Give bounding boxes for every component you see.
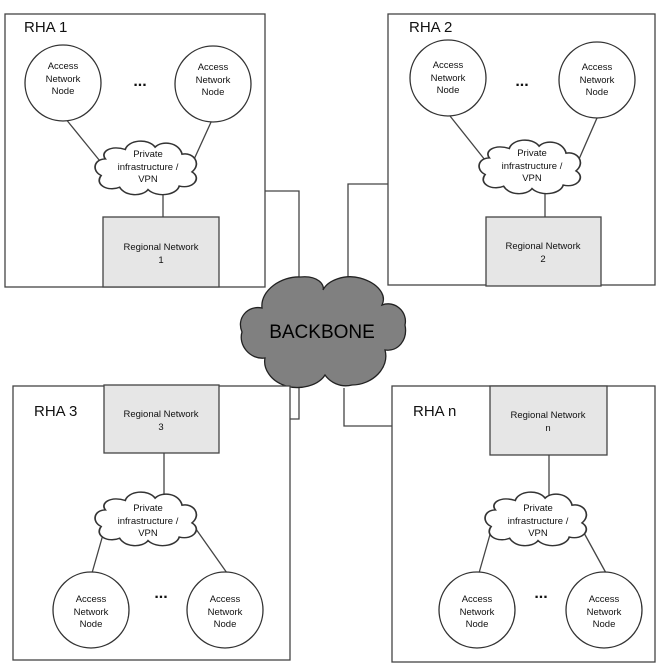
node-shape <box>24 44 102 122</box>
ellipsis: ... <box>534 585 547 602</box>
access-network-node: Access Network Node <box>52 571 130 649</box>
label: Access <box>210 594 241 605</box>
label: Access <box>582 62 613 73</box>
label: Network <box>587 607 622 618</box>
access-network-node: Access Network Node <box>565 571 643 649</box>
backbone-cloud: BACKBONE <box>239 276 407 389</box>
access-network-node: Access Network Node <box>174 45 252 123</box>
label: Network <box>208 607 243 618</box>
label: Node <box>437 85 460 96</box>
ellipsis: ... <box>515 73 528 90</box>
label: Access <box>462 594 493 605</box>
label: Access <box>76 594 107 605</box>
link-rha1-backbone <box>265 190 300 278</box>
access-network-node: Access Network Node <box>409 39 487 117</box>
label: 2 <box>540 254 545 265</box>
label: Private <box>133 503 163 514</box>
link-node-vpn <box>64 117 105 167</box>
rha-1-title: RHA 1 <box>24 19 67 36</box>
link-rha2-backbone <box>347 183 388 278</box>
rha-n: RHA n Regional Network n Private infrast… <box>391 385 656 663</box>
box-shape <box>485 216 602 287</box>
label: Node <box>593 619 616 630</box>
backbone-label: BACKBONE <box>269 322 375 343</box>
label: infrastructure / <box>502 161 563 172</box>
rha-2-title: RHA 2 <box>409 19 452 36</box>
label: Access <box>433 60 464 71</box>
rha-2: RHA 2 Access Network Node ... Access Net… <box>387 13 656 287</box>
box-shape <box>102 216 220 288</box>
label: VPN <box>522 173 542 184</box>
backbone-links <box>265 183 392 427</box>
label: Network <box>460 607 495 618</box>
label: Network <box>431 73 466 84</box>
link-rhan-backbone <box>343 388 392 427</box>
node-shape <box>565 571 643 649</box>
box-shape <box>489 385 608 456</box>
label: Node <box>586 87 609 98</box>
label: infrastructure / <box>118 162 179 173</box>
regional-network-n: Regional Network n <box>489 385 608 456</box>
ellipsis: ... <box>154 585 167 602</box>
label: Network <box>196 75 231 86</box>
label: 3 <box>158 422 163 433</box>
rha-3-title: RHA 3 <box>34 403 77 420</box>
label: Node <box>52 86 75 97</box>
label: Node <box>202 87 225 98</box>
label: Node <box>214 619 237 630</box>
label: infrastructure / <box>508 516 569 527</box>
rha-n-title: RHA n <box>413 403 456 420</box>
label: 1 <box>158 255 163 266</box>
label: VPN <box>138 174 158 185</box>
node-shape <box>174 45 252 123</box>
label: Access <box>48 61 79 72</box>
label: Regional Network <box>506 241 581 252</box>
label: Node <box>80 619 103 630</box>
label: Private <box>517 148 547 159</box>
node-shape <box>52 571 130 649</box>
node-shape <box>558 41 636 119</box>
access-network-node: Access Network Node <box>558 41 636 119</box>
label: Private <box>523 503 553 514</box>
label: Regional Network <box>511 410 586 421</box>
label: Private <box>133 149 163 160</box>
label: n <box>545 423 550 434</box>
node-shape <box>186 571 264 649</box>
regional-network-3: Regional Network 3 <box>103 384 220 454</box>
access-network-node: Access Network Node <box>438 571 516 649</box>
link-node-vpn <box>449 115 490 166</box>
access-network-node: Access Network Node <box>24 44 102 122</box>
label: Access <box>198 62 229 73</box>
label: Regional Network <box>124 409 199 420</box>
label: Access <box>589 594 620 605</box>
label: Network <box>46 74 81 85</box>
label: VPN <box>528 528 548 539</box>
regional-network-2: Regional Network 2 <box>485 216 602 287</box>
box-shape <box>103 384 220 454</box>
label: VPN <box>138 528 158 539</box>
access-network-node: Access Network Node <box>186 571 264 649</box>
label: Network <box>580 75 615 86</box>
regional-network-1: Regional Network 1 <box>102 216 220 288</box>
link-rha3-backbone <box>290 388 300 420</box>
rha-1: RHA 1 Access Network Node ... Access Net… <box>4 13 266 288</box>
node-shape <box>409 39 487 117</box>
label: Regional Network <box>124 242 199 253</box>
node-shape <box>438 571 516 649</box>
ellipsis: ... <box>133 73 146 90</box>
cloud-shape <box>239 276 407 389</box>
label: Network <box>74 607 109 618</box>
rha-3: RHA 3 Regional Network 3 Private infrast… <box>12 384 291 661</box>
label: infrastructure / <box>118 516 179 527</box>
label: Node <box>466 619 489 630</box>
